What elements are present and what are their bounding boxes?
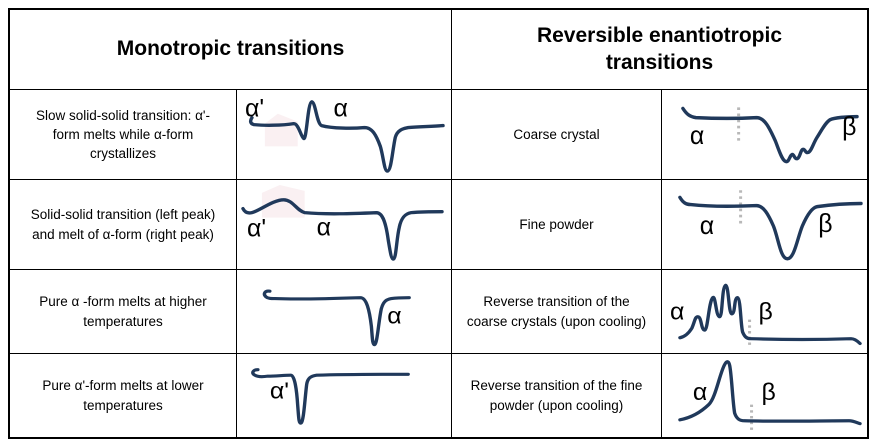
header-enantiotropic: Reversible enantiotropic transitions xyxy=(452,10,867,90)
transitions-table: Monotropic transitions Reversible enanti… xyxy=(8,8,869,439)
mono-row2-description: Solid-solid transition (left peak) and m… xyxy=(10,180,237,270)
rev-row4-description: Reverse transition of the fine powder (u… xyxy=(452,354,662,437)
mono-row2-figure: α' α xyxy=(237,180,452,270)
svg-text:β: β xyxy=(759,299,773,325)
svg-text:β: β xyxy=(842,113,856,141)
svg-text:α: α xyxy=(387,303,402,329)
mono-row1-figure: α' α xyxy=(237,90,452,180)
mono-row3-description: Pure α -form melts at higher temperature… xyxy=(10,270,237,354)
header-monotropic: Monotropic transitions xyxy=(10,10,452,90)
dsc-curve-pure-alpha: α xyxy=(262,289,411,347)
dsc-curve-solid-solid-transition: α' α xyxy=(241,184,444,261)
svg-text:α': α' xyxy=(245,96,264,123)
svg-text:α: α xyxy=(693,379,707,405)
svg-text:α: α xyxy=(690,122,704,150)
svg-text:α: α xyxy=(317,214,331,241)
rev-row1-description: Coarse crystal xyxy=(452,90,662,180)
mono-row4-figure: α' xyxy=(237,354,452,437)
svg-text:α': α' xyxy=(247,215,266,242)
mono-row1-description: Slow solid-solid transition: α'-form mel… xyxy=(10,90,237,180)
dsc-curve-pure-alpha-prime: α' xyxy=(251,368,410,425)
svg-text:α: α xyxy=(700,212,714,240)
mono-row3-figure: α xyxy=(237,270,452,354)
rev-row3-description: Reverse transition of the coarse crystal… xyxy=(452,270,662,354)
svg-text:α: α xyxy=(334,96,348,123)
svg-text:α': α' xyxy=(270,378,289,404)
svg-text:β: β xyxy=(762,379,776,405)
rev-row2-description: Fine powder xyxy=(452,180,662,270)
mono-row4-description: Pure α'-form melts at lower temperatures xyxy=(10,354,237,437)
svg-text:β: β xyxy=(818,210,832,238)
dsc-curve-slow-transition: α' α xyxy=(245,96,445,173)
svg-text:α: α xyxy=(670,299,684,325)
